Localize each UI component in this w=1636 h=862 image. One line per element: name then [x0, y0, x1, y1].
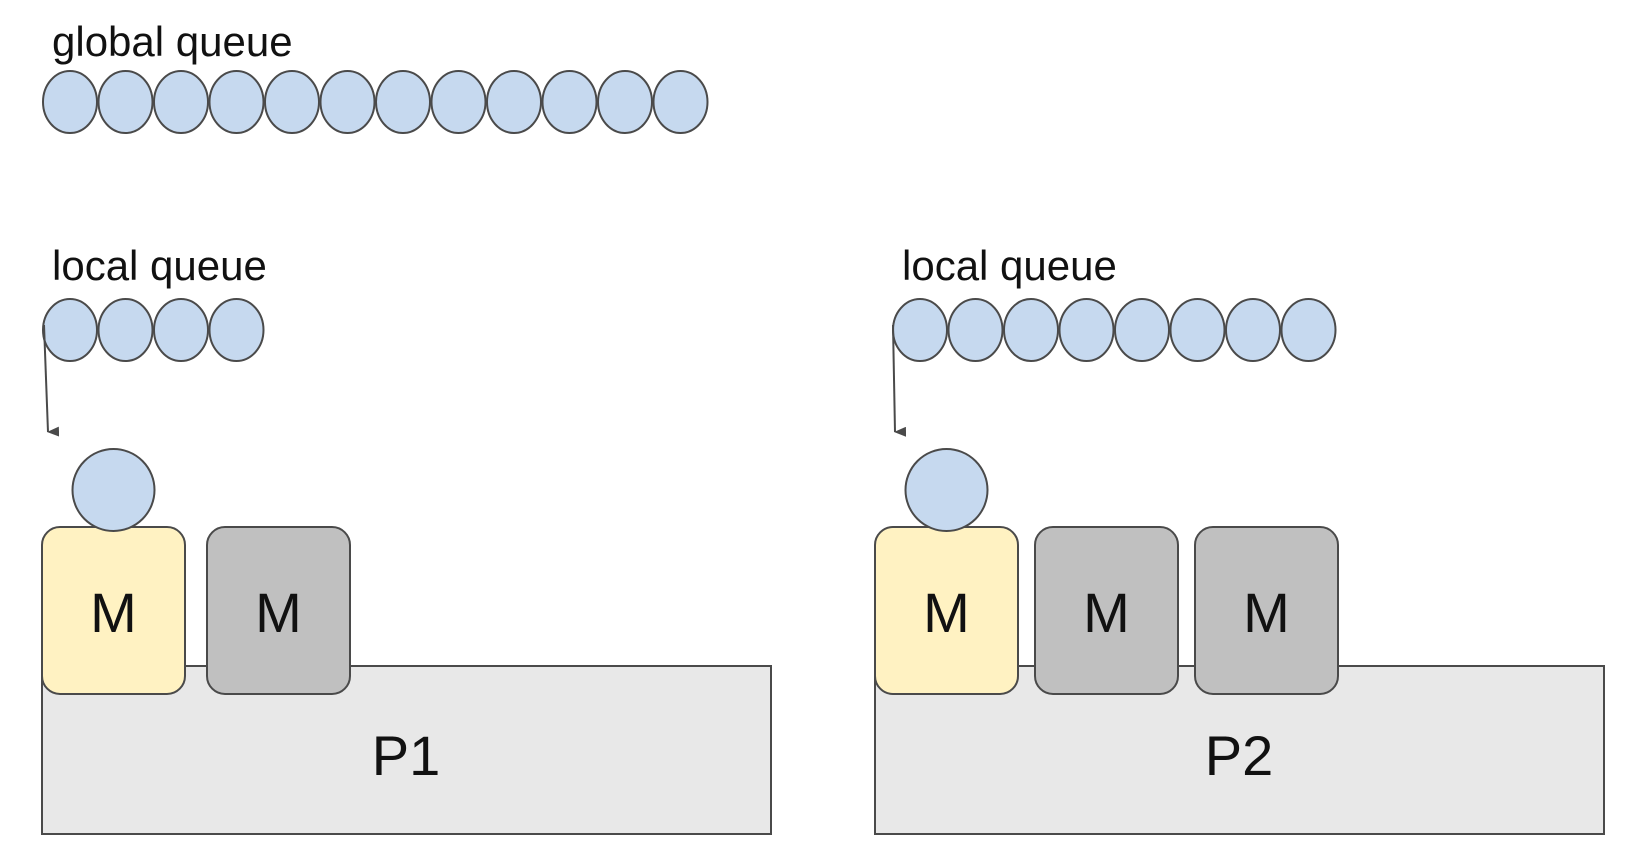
- goroutine-circle: [1169, 298, 1226, 362]
- global-queue-items: [42, 70, 709, 134]
- processor-p1-group: local queue P1 M M: [41, 242, 772, 835]
- machine-p1-idle: M: [206, 526, 351, 695]
- goroutine-circle: [597, 70, 653, 134]
- processor-p2-label: P2: [1205, 724, 1274, 787]
- machine-label: M: [90, 581, 137, 644]
- machine-p1-running: M: [41, 448, 186, 695]
- goroutine-circle: [97, 298, 154, 362]
- goroutine-circle: [375, 70, 431, 134]
- local-queue-p2-items: [892, 298, 1337, 362]
- goroutine-circle: [319, 70, 376, 134]
- goroutine-circle: [42, 70, 98, 134]
- running-goroutine: [71, 448, 156, 532]
- goroutine-circle: [486, 70, 542, 134]
- goroutine-circle: [1003, 298, 1059, 362]
- goroutine-circle: [1058, 298, 1115, 362]
- goroutine-circle: [264, 70, 320, 134]
- machine-box: [206, 526, 351, 695]
- dequeue-arrow-p2: [892, 324, 907, 437]
- running-goroutine: [904, 448, 989, 532]
- processor-p2-group: local queue P2 M M M: [874, 242, 1605, 835]
- local-queue-p1-label: local queue: [52, 242, 267, 289]
- goroutine-circle: [1280, 298, 1337, 362]
- local-queue-p2-label: local queue: [902, 242, 1117, 289]
- goroutine-circle: [1114, 298, 1170, 362]
- machine-p2-running: M: [874, 448, 1019, 695]
- machine-p2-idle-1: M: [1034, 526, 1179, 695]
- global-queue-label: global queue: [52, 18, 293, 65]
- dequeue-arrow-p1: [43, 324, 60, 437]
- machine-label: M: [1083, 581, 1130, 644]
- machine-label: M: [255, 581, 302, 644]
- processor-p1-label: P1: [372, 724, 441, 787]
- goroutine-circle: [153, 298, 209, 362]
- machine-box: [1034, 526, 1179, 695]
- machine-p2-idle-2: M: [1194, 526, 1339, 695]
- goroutine-circle: [652, 70, 709, 134]
- goroutine-circle: [208, 298, 265, 362]
- goroutine-circle: [208, 70, 265, 134]
- machine-label: M: [923, 581, 970, 644]
- goroutine-circle: [97, 70, 154, 134]
- global-queue: global queue: [42, 18, 709, 134]
- goroutine-circle: [153, 70, 209, 134]
- goroutine-circle: [892, 298, 948, 362]
- machine-label: M: [1243, 581, 1290, 644]
- goroutine-circle: [42, 298, 98, 362]
- machine-box: [1194, 526, 1339, 695]
- goroutine-circle: [541, 70, 598, 134]
- goroutine-circle: [947, 298, 1004, 362]
- goroutine-circle: [430, 70, 487, 134]
- local-queue-p1-items: [42, 298, 265, 362]
- goroutine-circle: [1225, 298, 1281, 362]
